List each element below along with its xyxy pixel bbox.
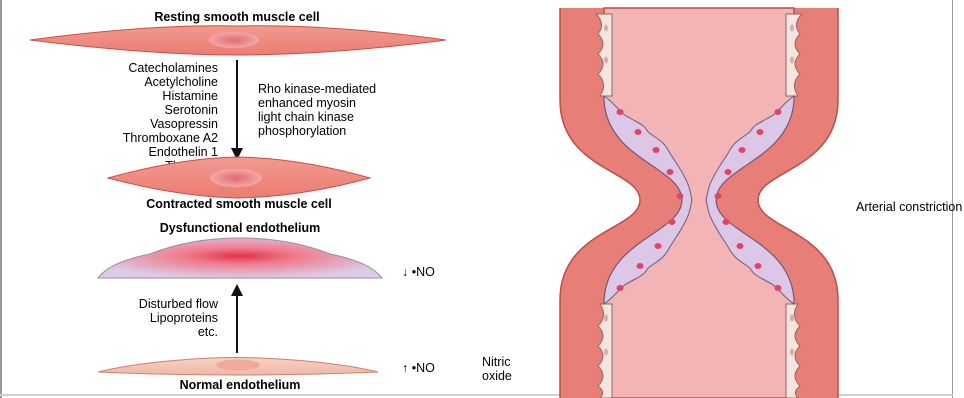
nucleus-icon [725, 169, 732, 175]
arterial-constriction-label: Arterial constriction [856, 200, 962, 214]
normal-endothelium-title: Normal endothelium [180, 378, 301, 392]
agonist-item: Endothelin 1 [148, 145, 218, 159]
no-decrease-label: ↓ •NO [402, 265, 435, 279]
normal-endothelial-cell [98, 358, 378, 376]
resting-cell-title: Resting smooth muscle cell [154, 10, 319, 24]
nucleus-icon [216, 360, 260, 371]
nitric-oxide-line: oxide [482, 369, 512, 383]
nucleus-icon [755, 263, 762, 269]
cause-item: etc. [198, 325, 218, 339]
mechanism-line: enhanced myosin [258, 96, 356, 110]
nucleus-icon [677, 193, 684, 199]
nucleus-icon [653, 147, 660, 153]
nucleus-icon [667, 169, 674, 175]
agonist-list: Catecholamines Acetylcholine Histamine S… [123, 61, 218, 173]
artery-illustration [560, 8, 838, 398]
nucleus-icon [617, 109, 624, 115]
arterial-lumen [604, 8, 794, 398]
agonist-item: Serotonin [164, 103, 218, 117]
nucleus-icon [669, 219, 676, 225]
nucleus-icon [209, 32, 259, 48]
cause-item: Lipoproteins [150, 311, 218, 325]
resting-smooth-muscle-cell [30, 26, 446, 55]
agonist-item: Histamine [162, 89, 218, 103]
nucleus-icon [739, 147, 746, 153]
nucleus-icon [775, 285, 782, 291]
nucleus-icon [637, 263, 644, 269]
nitric-oxide-line: Nitric [482, 355, 510, 369]
mechanism-line: Rho kinase-mediated [258, 82, 376, 96]
nucleus-icon [737, 243, 744, 249]
agonist-item: Acetylcholine [144, 75, 218, 89]
nucleus-icon [775, 109, 782, 115]
no-increase-label: ↑ •NO [402, 361, 435, 375]
nucleus-icon [210, 169, 262, 187]
agonist-item: Thromboxane A2 [123, 131, 218, 145]
mechanism-text: Rho kinase-mediated enhanced myosin ligh… [258, 82, 376, 138]
nucleus-icon [635, 129, 642, 135]
cause-list: Disturbed flow Lipoproteins etc. [139, 297, 219, 339]
nucleus-icon [655, 243, 662, 249]
nucleus-icon [617, 285, 624, 291]
dysfunctional-endothelium-title: Dysfunctional endothelium [160, 221, 320, 235]
agonist-item: Vasopressin [150, 117, 218, 131]
cause-item: Disturbed flow [139, 297, 219, 311]
nucleus-icon [715, 193, 722, 199]
contracted-cell-title: Contracted smooth muscle cell [146, 197, 331, 211]
agonist-item: Catecholamines [128, 61, 218, 75]
mechanism-line: phosphorylation [258, 124, 346, 138]
nucleus-icon [723, 219, 730, 225]
nucleus-icon [757, 129, 764, 135]
mechanism-line: light chain kinase [258, 110, 354, 124]
contracted-smooth-muscle-cell [108, 157, 370, 198]
dysfunctional-endothelial-cell [98, 238, 382, 278]
